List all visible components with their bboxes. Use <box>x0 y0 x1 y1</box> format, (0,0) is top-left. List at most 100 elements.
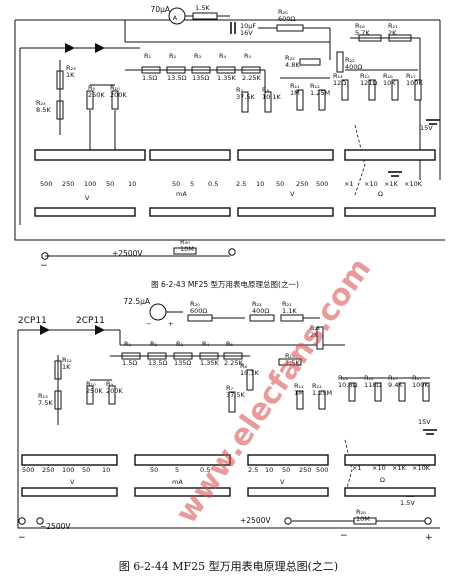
d2-scale-vdc: 500 <box>316 466 328 474</box>
d2-scale-vac: 500 <box>22 466 34 474</box>
d1-caption: 图 6-2-43 MF25 型万用表电原理总图(之一) <box>151 279 299 289</box>
d1-bat15-label: 15V <box>420 124 433 132</box>
d1-switch-bar-top-0 <box>34 149 146 161</box>
d2-bat15-label: 15V <box>418 418 431 426</box>
d2-diode-2 <box>95 325 105 335</box>
d2-diode1-label: 2CP11 <box>18 316 47 326</box>
d2-ohm-res-2 <box>398 382 406 402</box>
d2-shunt-value: 2.25K <box>224 359 243 367</box>
d2-scale-ma: 0.5 <box>200 466 210 474</box>
d2-switch-bar-top-3 <box>344 454 436 466</box>
d1-r10 <box>111 90 119 110</box>
d2-r9 <box>108 385 116 405</box>
d1-shunt-value: 2.25K <box>242 74 261 82</box>
d1-r11 <box>296 89 304 111</box>
d2-shunt-value: 13.5Ω <box>148 359 167 367</box>
d2-scale-ma: 50 <box>150 466 158 474</box>
d2-shunt-name: R₃ <box>176 340 184 348</box>
d1-r12 <box>318 89 326 111</box>
d1-unit-ma: mA <box>176 190 187 198</box>
d2-terminal-minus-left <box>18 517 26 525</box>
d1-unit-v: V <box>85 194 90 202</box>
d1-ohm-res-15 <box>368 79 376 101</box>
d2-shunt-name: R₁ <box>124 340 132 348</box>
d1-scale-ohm: ×10 <box>364 180 378 188</box>
d2-scale-vdc: 250 <box>299 466 311 474</box>
d1-meter-a: A <box>173 14 178 22</box>
d1-switch-bar-bot-0 <box>34 207 136 217</box>
d1-meter-resistor <box>192 12 218 20</box>
d1-switch-bar-bot-2 <box>237 207 334 217</box>
d2-switch-bar-top-2 <box>247 454 329 466</box>
d2-scale-ma: 5 <box>175 466 179 474</box>
d1-unit-ohm: Ω <box>378 190 383 198</box>
d1-scale-ohm: ×10K <box>404 180 423 188</box>
d1-meter-label: 70μA <box>151 5 171 14</box>
d2-scale-ohm: ×1K <box>392 464 407 472</box>
d2-meter-minus: − <box>146 320 151 328</box>
d1-ohm-res-14 <box>341 79 349 101</box>
d2-r21 <box>280 314 304 322</box>
d2-r7 <box>228 391 236 413</box>
d1-shunt-value: 13.5Ω <box>167 74 186 82</box>
d2-switch-bar-top-0 <box>21 454 118 466</box>
d2-scale-vac: 50 <box>82 466 90 474</box>
d1-scale-vac: 10 <box>128 180 136 188</box>
d1-r8 <box>264 91 272 113</box>
d1-ohm-res-16 <box>391 79 399 101</box>
d1-ohm-res-17 <box>414 79 422 101</box>
d1-frame <box>14 20 445 241</box>
d2-terminal-plus-right <box>424 517 432 525</box>
d2-meter-plus: + <box>168 320 173 328</box>
d1-terminal-plus <box>228 248 236 256</box>
d1-r20 <box>276 24 304 32</box>
d2-shunt-name: R₅ <box>226 340 234 348</box>
d1-scale-ohm: ×1K <box>384 180 399 188</box>
d2-switch-bar-bot-0 <box>21 487 118 497</box>
d2-r12b <box>318 390 326 410</box>
d2-r11 <box>296 390 304 410</box>
d1-switch-bar-top-2 <box>237 149 334 161</box>
d1-shunt-value: 1.5Ω <box>142 74 157 82</box>
d1-scale-vdc: 500 <box>316 180 328 188</box>
d1-scale-ma: 5 <box>190 180 194 188</box>
d2-hv-right-label: +2500V <box>240 516 271 525</box>
d2-shunt-value: 135Ω <box>174 359 191 367</box>
d2-scale-ohm: ×10K <box>412 464 431 472</box>
d2-scale-ohm: ×1 <box>352 464 362 472</box>
d1-shunt-name: R₁ <box>144 52 152 60</box>
d1-r30 <box>173 247 197 255</box>
d2-shunt-value: 1.35K <box>200 359 219 367</box>
d1-shunt-name: R₅ <box>244 52 252 60</box>
d2-r6 <box>246 369 254 391</box>
d2-shunt-name: R₂ <box>150 340 158 348</box>
d2-shunt-name: R₄ <box>202 340 210 348</box>
d1-scale-ohm: ×1 <box>344 180 354 188</box>
d2-terminal-hv-left <box>36 517 44 525</box>
d2-meter-label: 72.5μA <box>123 297 150 306</box>
d2-terminal-hv-right <box>284 517 292 525</box>
d1-minus-label: − <box>40 261 48 271</box>
d2-switch-bar-bot-3 <box>344 487 436 497</box>
d2-hv-left-label: −2500V <box>40 522 71 531</box>
